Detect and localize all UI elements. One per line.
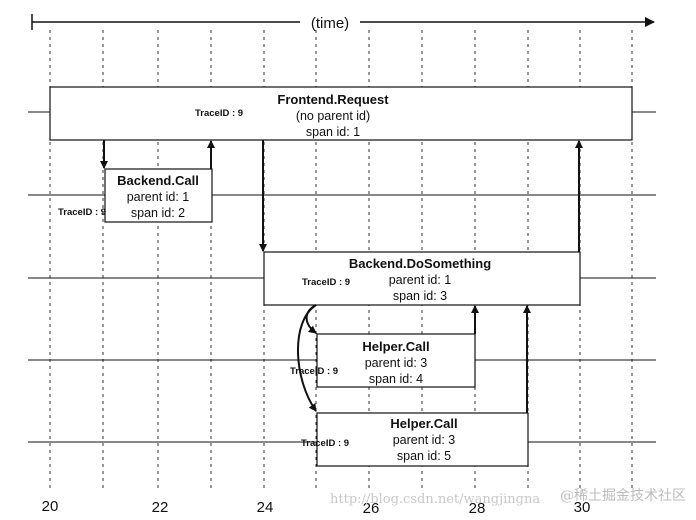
call-arrows bbox=[100, 140, 583, 413]
span-name: Helper.Call bbox=[362, 339, 429, 354]
trace-id-label: TraceID : 9 bbox=[301, 438, 349, 449]
tick-label: 28 bbox=[469, 500, 486, 517]
tick-label: 20 bbox=[42, 498, 59, 515]
span-name: Backend.DoSomething bbox=[349, 256, 491, 271]
span-frontend-request: Frontend.Request (no parent id) span id:… bbox=[49, 86, 633, 141]
span-box bbox=[316, 333, 476, 388]
span-id: span id: 2 bbox=[131, 206, 185, 220]
trace-id-label: TraceID : 9 bbox=[195, 108, 243, 119]
span-parent-id: (no parent id) bbox=[296, 109, 370, 123]
time-axis-label: (time) bbox=[311, 15, 349, 32]
tick-label: 24 bbox=[257, 499, 274, 516]
span-box bbox=[104, 168, 213, 223]
trace-id-label: TraceID : 9 bbox=[58, 207, 106, 218]
tick-label: 30 bbox=[574, 499, 591, 516]
watermark: http://blog.csdn.net/wangjingna @稀土掘金技术社… bbox=[330, 488, 686, 507]
span-parent-id: parent id: 1 bbox=[127, 190, 190, 204]
span-box bbox=[316, 412, 529, 467]
span-parent-id: parent id: 1 bbox=[389, 273, 452, 287]
call-arrow bbox=[297, 304, 317, 412]
time-axis: (time) bbox=[31, 14, 655, 32]
span-helper-call-4: Helper.Call parent id: 3 span id: 4 Trac… bbox=[290, 333, 476, 388]
span-id: span id: 3 bbox=[393, 289, 447, 303]
tick-label: 22 bbox=[152, 499, 169, 516]
span-id: span id: 5 bbox=[397, 449, 451, 463]
span-id: span id: 4 bbox=[369, 372, 423, 386]
trace-id-label: TraceID : 9 bbox=[302, 277, 350, 288]
span-parent-id: parent id: 3 bbox=[365, 356, 428, 370]
span-name: Backend.Call bbox=[117, 173, 199, 188]
span-id: span id: 1 bbox=[306, 125, 360, 139]
trace-id-label: TraceID : 9 bbox=[290, 366, 338, 377]
watermark-brand: @稀土掘金技术社区 bbox=[560, 488, 686, 504]
span-helper-call-5: Helper.Call parent id: 3 span id: 5 Trac… bbox=[301, 412, 529, 467]
span-box bbox=[263, 251, 581, 306]
span-name: Helper.Call bbox=[390, 416, 457, 431]
span-name: Frontend.Request bbox=[277, 92, 389, 107]
watermark-url: http://blog.csdn.net/wangjingna bbox=[330, 492, 540, 507]
tick-label: 26 bbox=[363, 500, 380, 517]
span-parent-id: parent id: 3 bbox=[393, 433, 456, 447]
span-backend-call: Backend.Call parent id: 1 span id: 2 Tra… bbox=[58, 168, 213, 223]
tick-labels: 20 22 24 26 28 30 bbox=[42, 498, 591, 517]
span-backend-dosomething: Backend.DoSomething parent id: 1 span id… bbox=[263, 251, 581, 306]
span-box bbox=[49, 86, 633, 141]
